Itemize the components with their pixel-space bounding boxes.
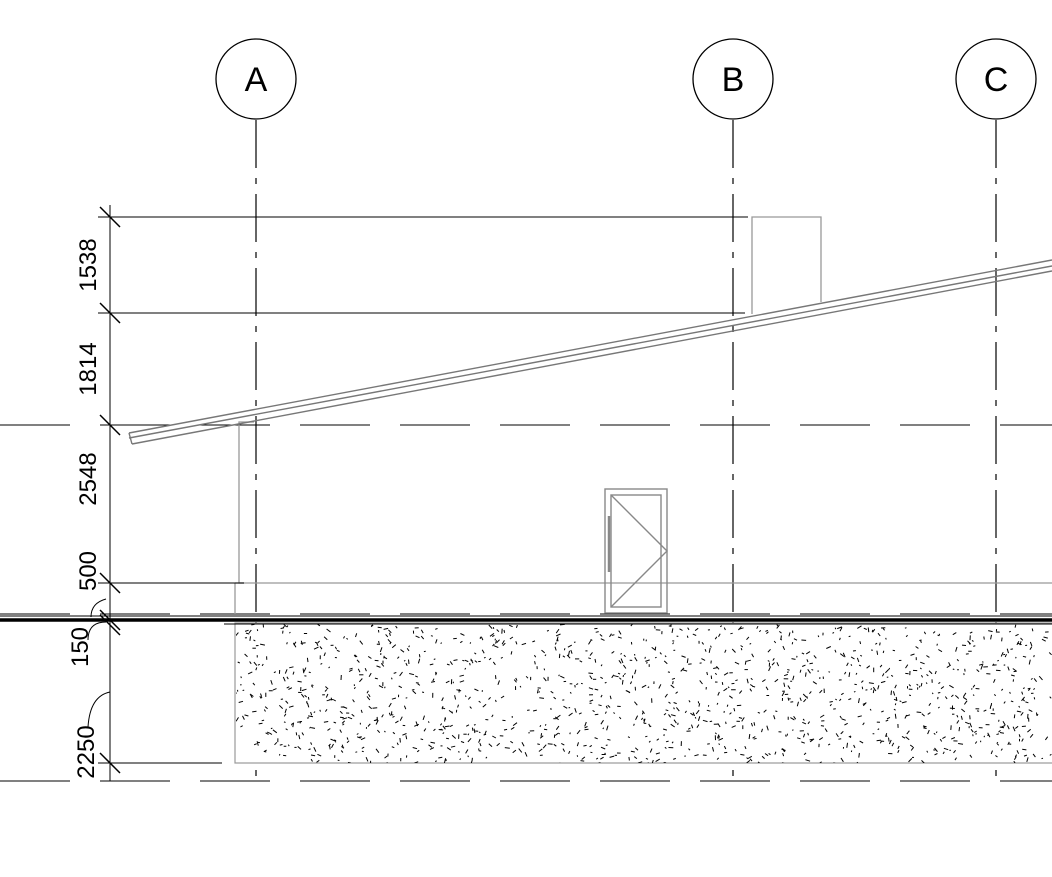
grid-bubble-a[interactable]: A [215, 38, 297, 120]
dimension-text-1814: 1814 [75, 342, 102, 395]
dimension-leaders [87, 598, 111, 728]
dimension-text-1538: 1538 [75, 238, 102, 291]
dimension-extension-lines [98, 216, 748, 764]
dimension-ticks [99, 206, 121, 774]
grid-bubble-b[interactable]: B [692, 38, 774, 120]
door-swing-icon [610, 494, 668, 608]
grid-label-c: C [984, 61, 1009, 99]
grid-label-a: A [245, 61, 268, 99]
building-outline [234, 216, 1052, 614]
foundation-block [234, 622, 1052, 764]
ground-line [0, 615, 1052, 625]
sloped-roof [128, 259, 1052, 445]
parapet [751, 216, 822, 314]
dimension-text-2548: 2548 [75, 452, 102, 505]
leader-2250 [87, 691, 111, 728]
dimension-text-150: 150 [67, 627, 94, 667]
leader-150 [87, 621, 107, 641]
door [604, 488, 668, 614]
level-lines [0, 424, 1052, 782]
dimension-text-2250: 2250 [73, 725, 100, 778]
grid-label-b: B [722, 61, 745, 99]
grid-bubble-c[interactable]: C [955, 38, 1037, 120]
dimension-text-500: 500 [75, 551, 102, 591]
door-frame [604, 488, 668, 614]
foundation-stipple [236, 624, 1052, 763]
door-leaf [610, 494, 662, 608]
leader-500 [90, 598, 107, 618]
left-wall [238, 421, 254, 584]
